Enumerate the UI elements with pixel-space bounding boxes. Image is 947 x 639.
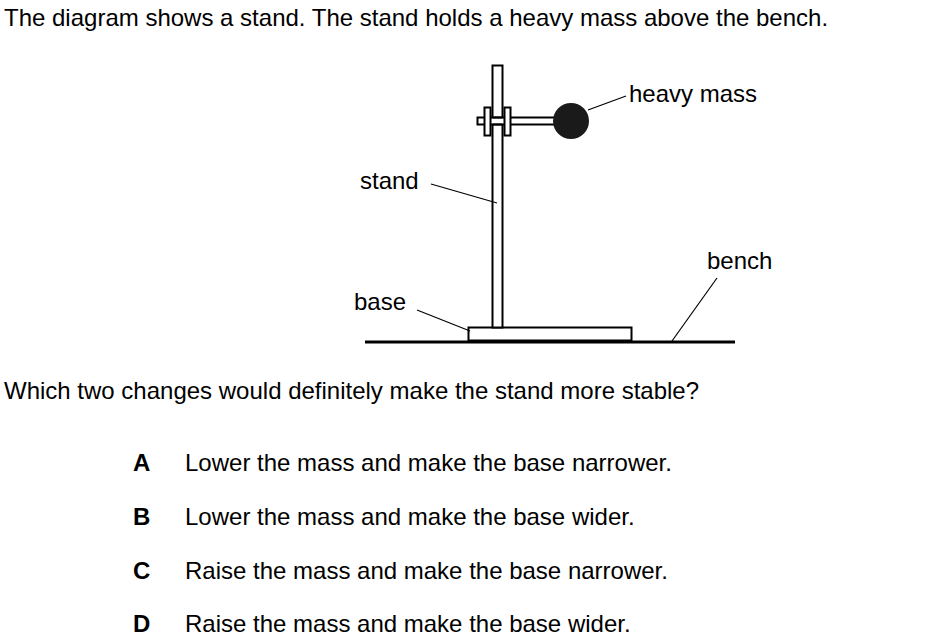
option-text: Lower the mass and make the base wider.	[185, 504, 635, 530]
question-stem: The diagram shows a stand. The stand hol…	[4, 5, 828, 31]
clamp-boss	[505, 108, 511, 136]
part-label: bench	[707, 248, 772, 274]
option-letter: B	[133, 504, 150, 530]
stand-rod	[493, 66, 503, 328]
option-text: Raise the mass and make the base wider.	[185, 611, 631, 637]
heavy-mass	[553, 103, 589, 139]
option-text: Lower the mass and make the base narrowe…	[185, 450, 672, 476]
option-letter: C	[133, 558, 150, 584]
part-label: base	[354, 289, 406, 315]
clamp-arm-edge	[493, 117, 503, 119]
leader-line	[672, 278, 717, 341]
question-text: Which two changes would definitely make …	[4, 378, 699, 404]
clamp-boss	[485, 108, 491, 136]
clamp-arm-edge	[493, 124, 503, 126]
leader-line	[417, 310, 470, 331]
leader-line	[588, 96, 626, 110]
option-letter: D	[133, 611, 150, 637]
stand-base	[469, 328, 632, 341]
part-label: stand	[360, 168, 419, 194]
option-text: Raise the mass and make the base narrowe…	[185, 558, 668, 584]
part-label: heavy mass	[629, 81, 757, 107]
option-letter: A	[133, 450, 150, 476]
leader-line	[431, 184, 497, 203]
